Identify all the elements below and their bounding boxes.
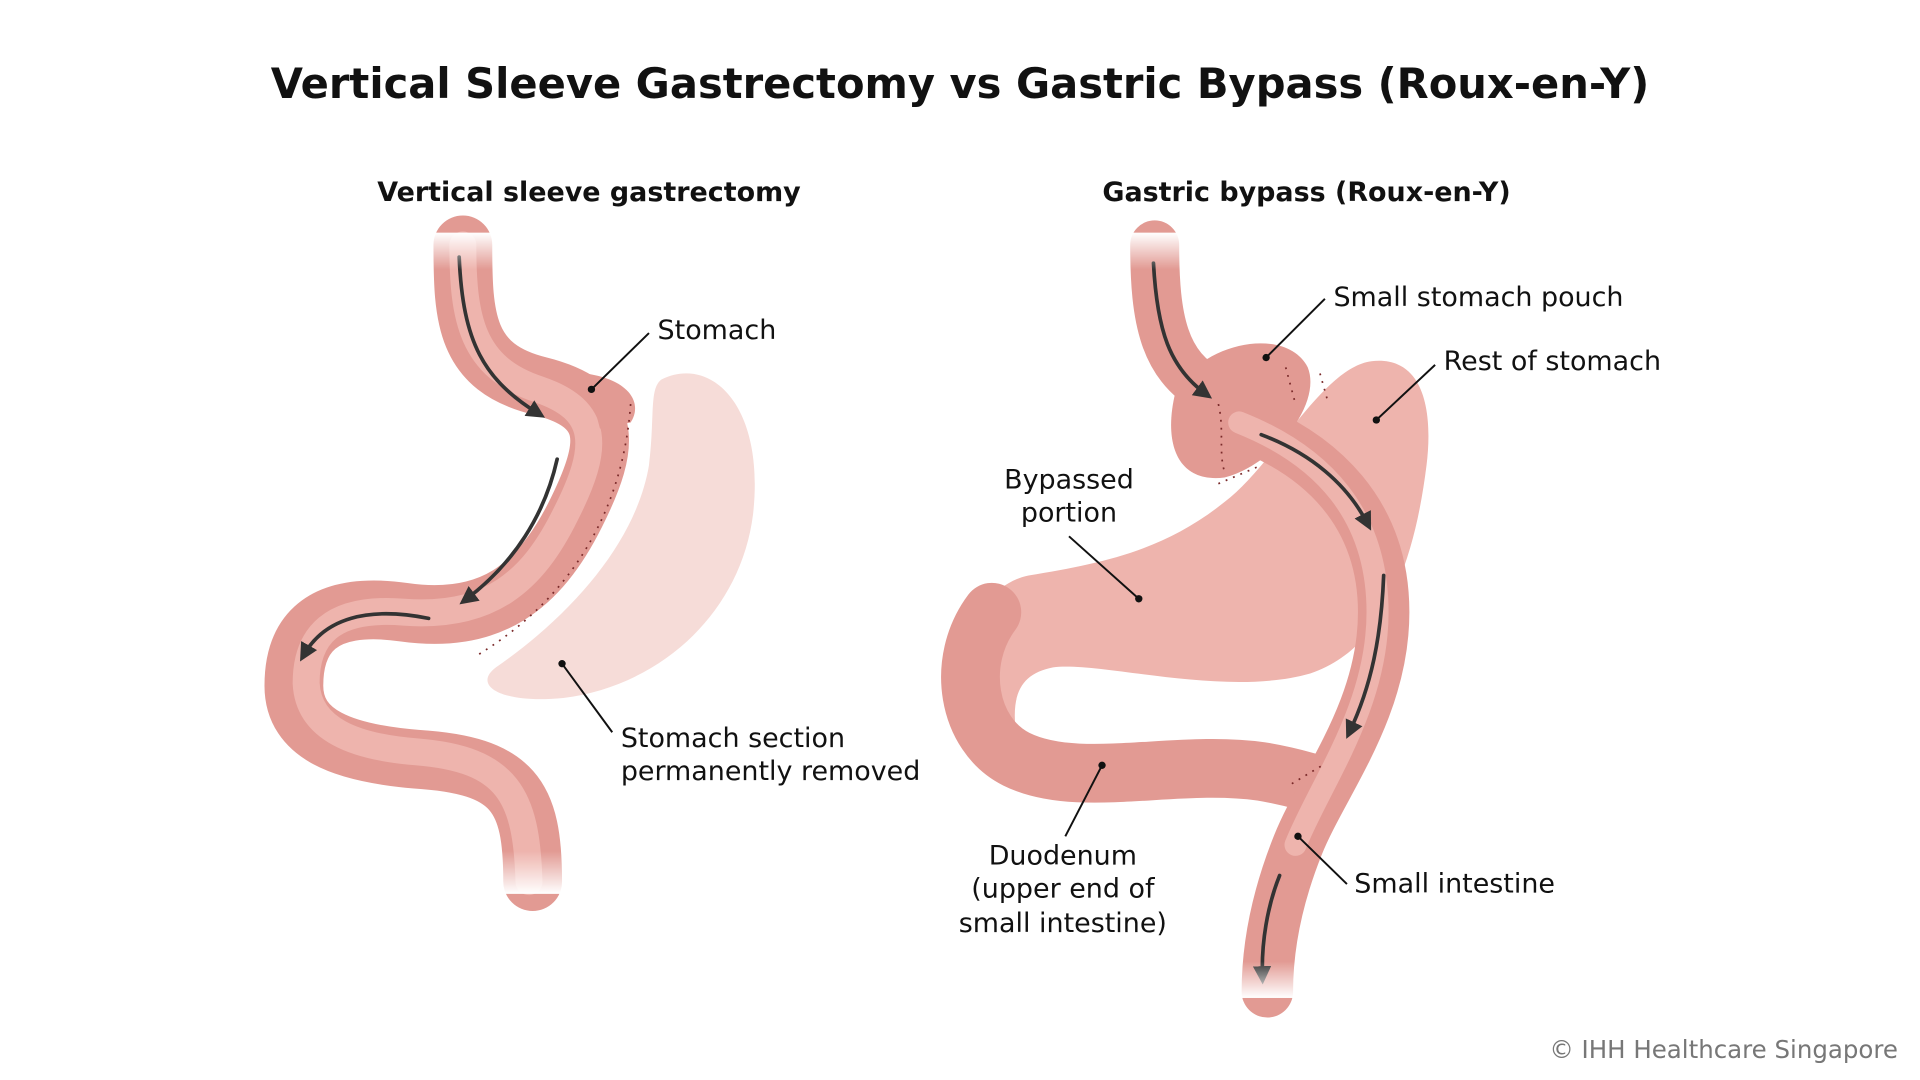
food-flow-arrow: [1259, 432, 1372, 531]
food-flow-arrow: [459, 457, 559, 605]
roux-limb-lining: [1228, 411, 1389, 856]
duodenum-tube: [941, 582, 1346, 814]
label-small-stomach-pouch: Small stomach pouch: [1333, 282, 1623, 313]
label-small-intestine: Small intestine: [1354, 869, 1555, 900]
food-flow-arrow: [300, 611, 431, 662]
bypass-heading: Gastric bypass (Roux-en-Y): [1102, 177, 1510, 208]
sleeve-heading: Vertical sleeve gastrectomy: [377, 177, 801, 208]
label-bypassed-line2: portion: [1021, 498, 1117, 529]
food-flow-arrow: [1151, 261, 1213, 399]
removed-stomach-section: [487, 373, 755, 700]
sleeve-stomach-tube: [264, 215, 629, 912]
label-stomach: Stomach: [658, 315, 777, 346]
sleeve-inner-lining: [292, 231, 603, 896]
food-flow-arrow: [457, 255, 546, 418]
label-duodenum-line3: small intestine): [959, 908, 1167, 939]
label-removed-line1: Stomach section: [621, 723, 845, 754]
label-bypassed-line1: Bypassed: [1004, 465, 1134, 496]
sleeve-fundus: [585, 373, 636, 429]
page-title: Vertical Sleeve Gastrectomy vs Gastric B…: [271, 59, 1650, 108]
label-duodenum-line1: Duodenum: [989, 840, 1137, 871]
sleeve-gastrectomy-illustration: Vertical sleeve gastrectomy Stomach Stom…: [264, 177, 921, 912]
gastric-bypass-illustration: Gastric bypass (Roux-en-Y) Small stomach…: [941, 177, 1661, 1018]
label-duodenum-line2: (upper end of: [971, 874, 1155, 905]
copyright: © IHH Healthcare Singapore: [1549, 1035, 1898, 1064]
label-rest-of-stomach: Rest of stomach: [1444, 346, 1661, 377]
food-flow-arrow: [1345, 573, 1386, 739]
label-removed-line2: permanently removed: [621, 756, 921, 787]
